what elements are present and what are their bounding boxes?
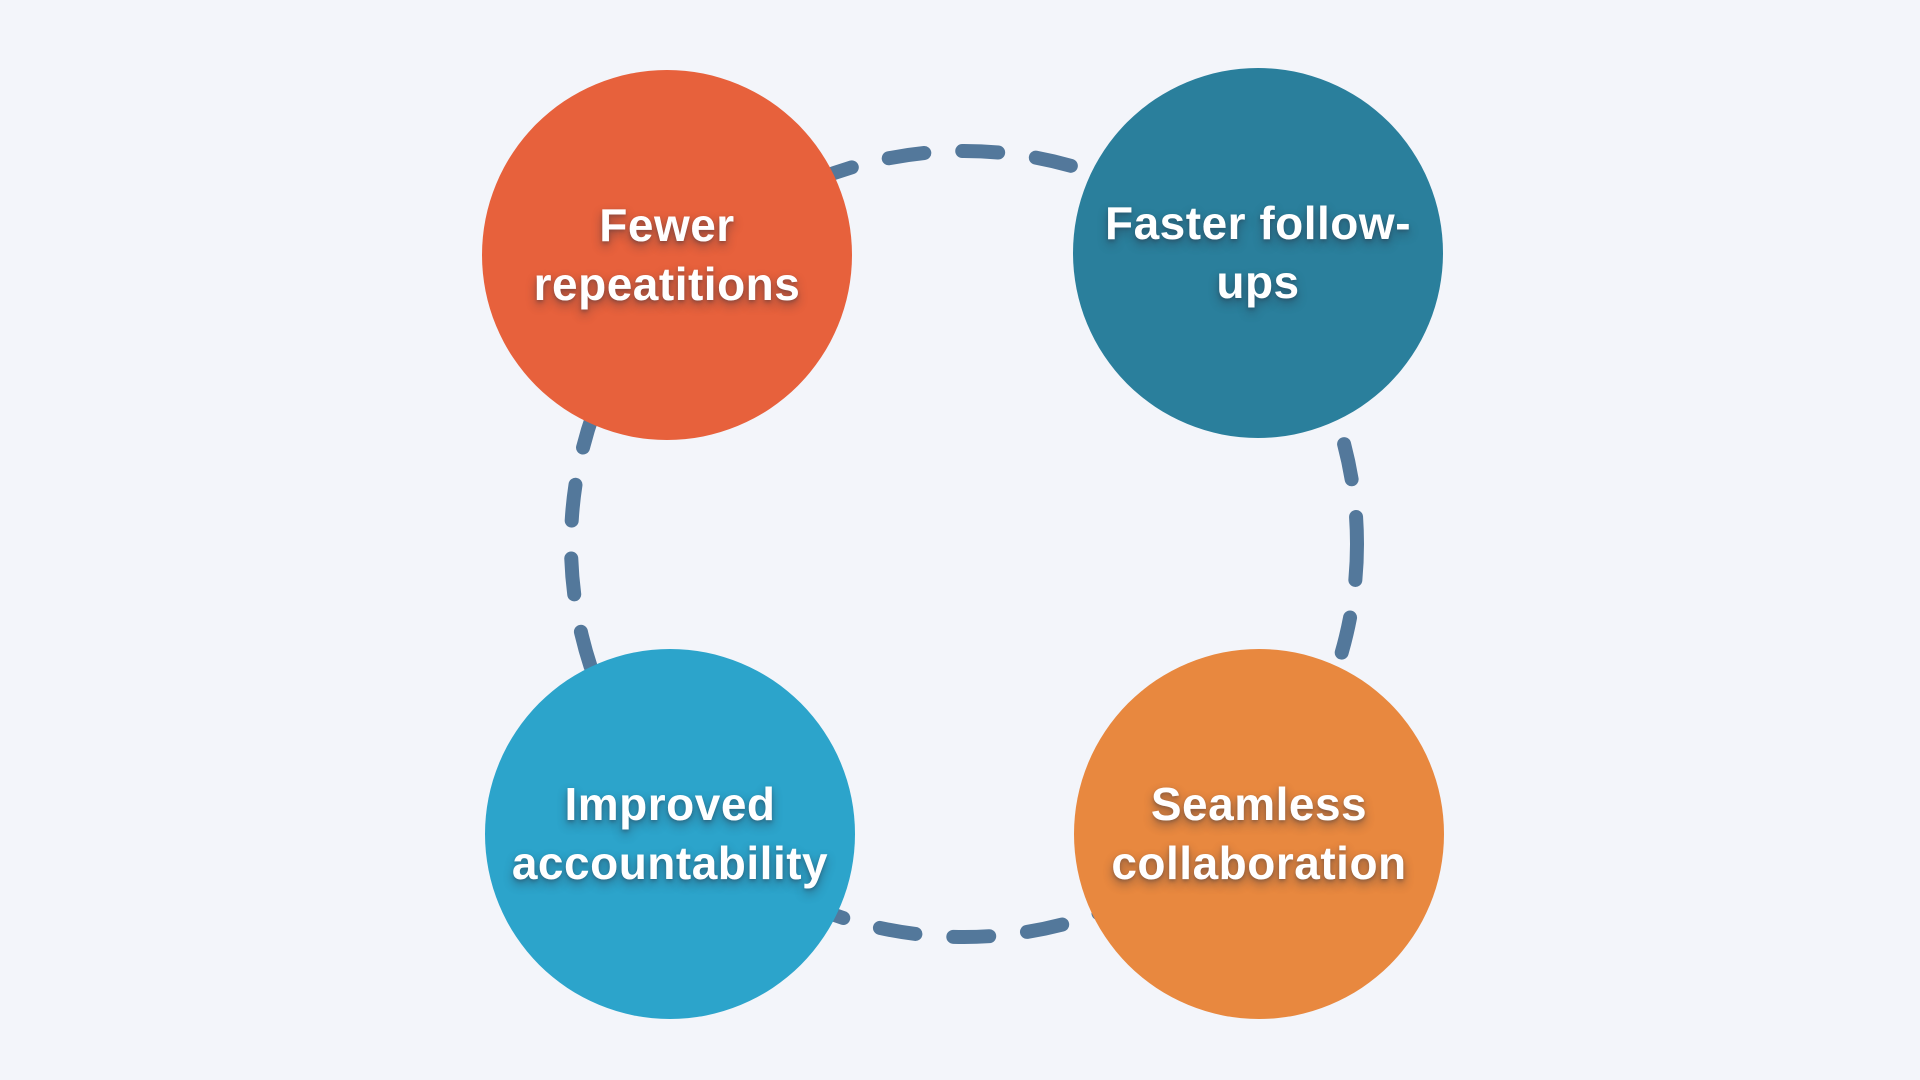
node-seamless-collaboration-label: Seamless collaboration (1111, 778, 1407, 889)
node-seamless-collaboration: Seamless collaboration (1074, 649, 1444, 1019)
connector-ring-circle (564, 144, 1364, 944)
node-improved-accountability: Improved accountability (485, 649, 855, 1019)
node-faster-follow-ups: Faster follow- ups (1073, 68, 1443, 438)
node-fewer-repetitions-label: Fewer repeatitions (533, 199, 801, 310)
node-faster-follow-ups-label: Faster follow- ups (1104, 197, 1412, 308)
node-improved-accountability-label: Improved accountability (511, 778, 829, 889)
node-fewer-repetitions: Fewer repeatitions (482, 70, 852, 440)
